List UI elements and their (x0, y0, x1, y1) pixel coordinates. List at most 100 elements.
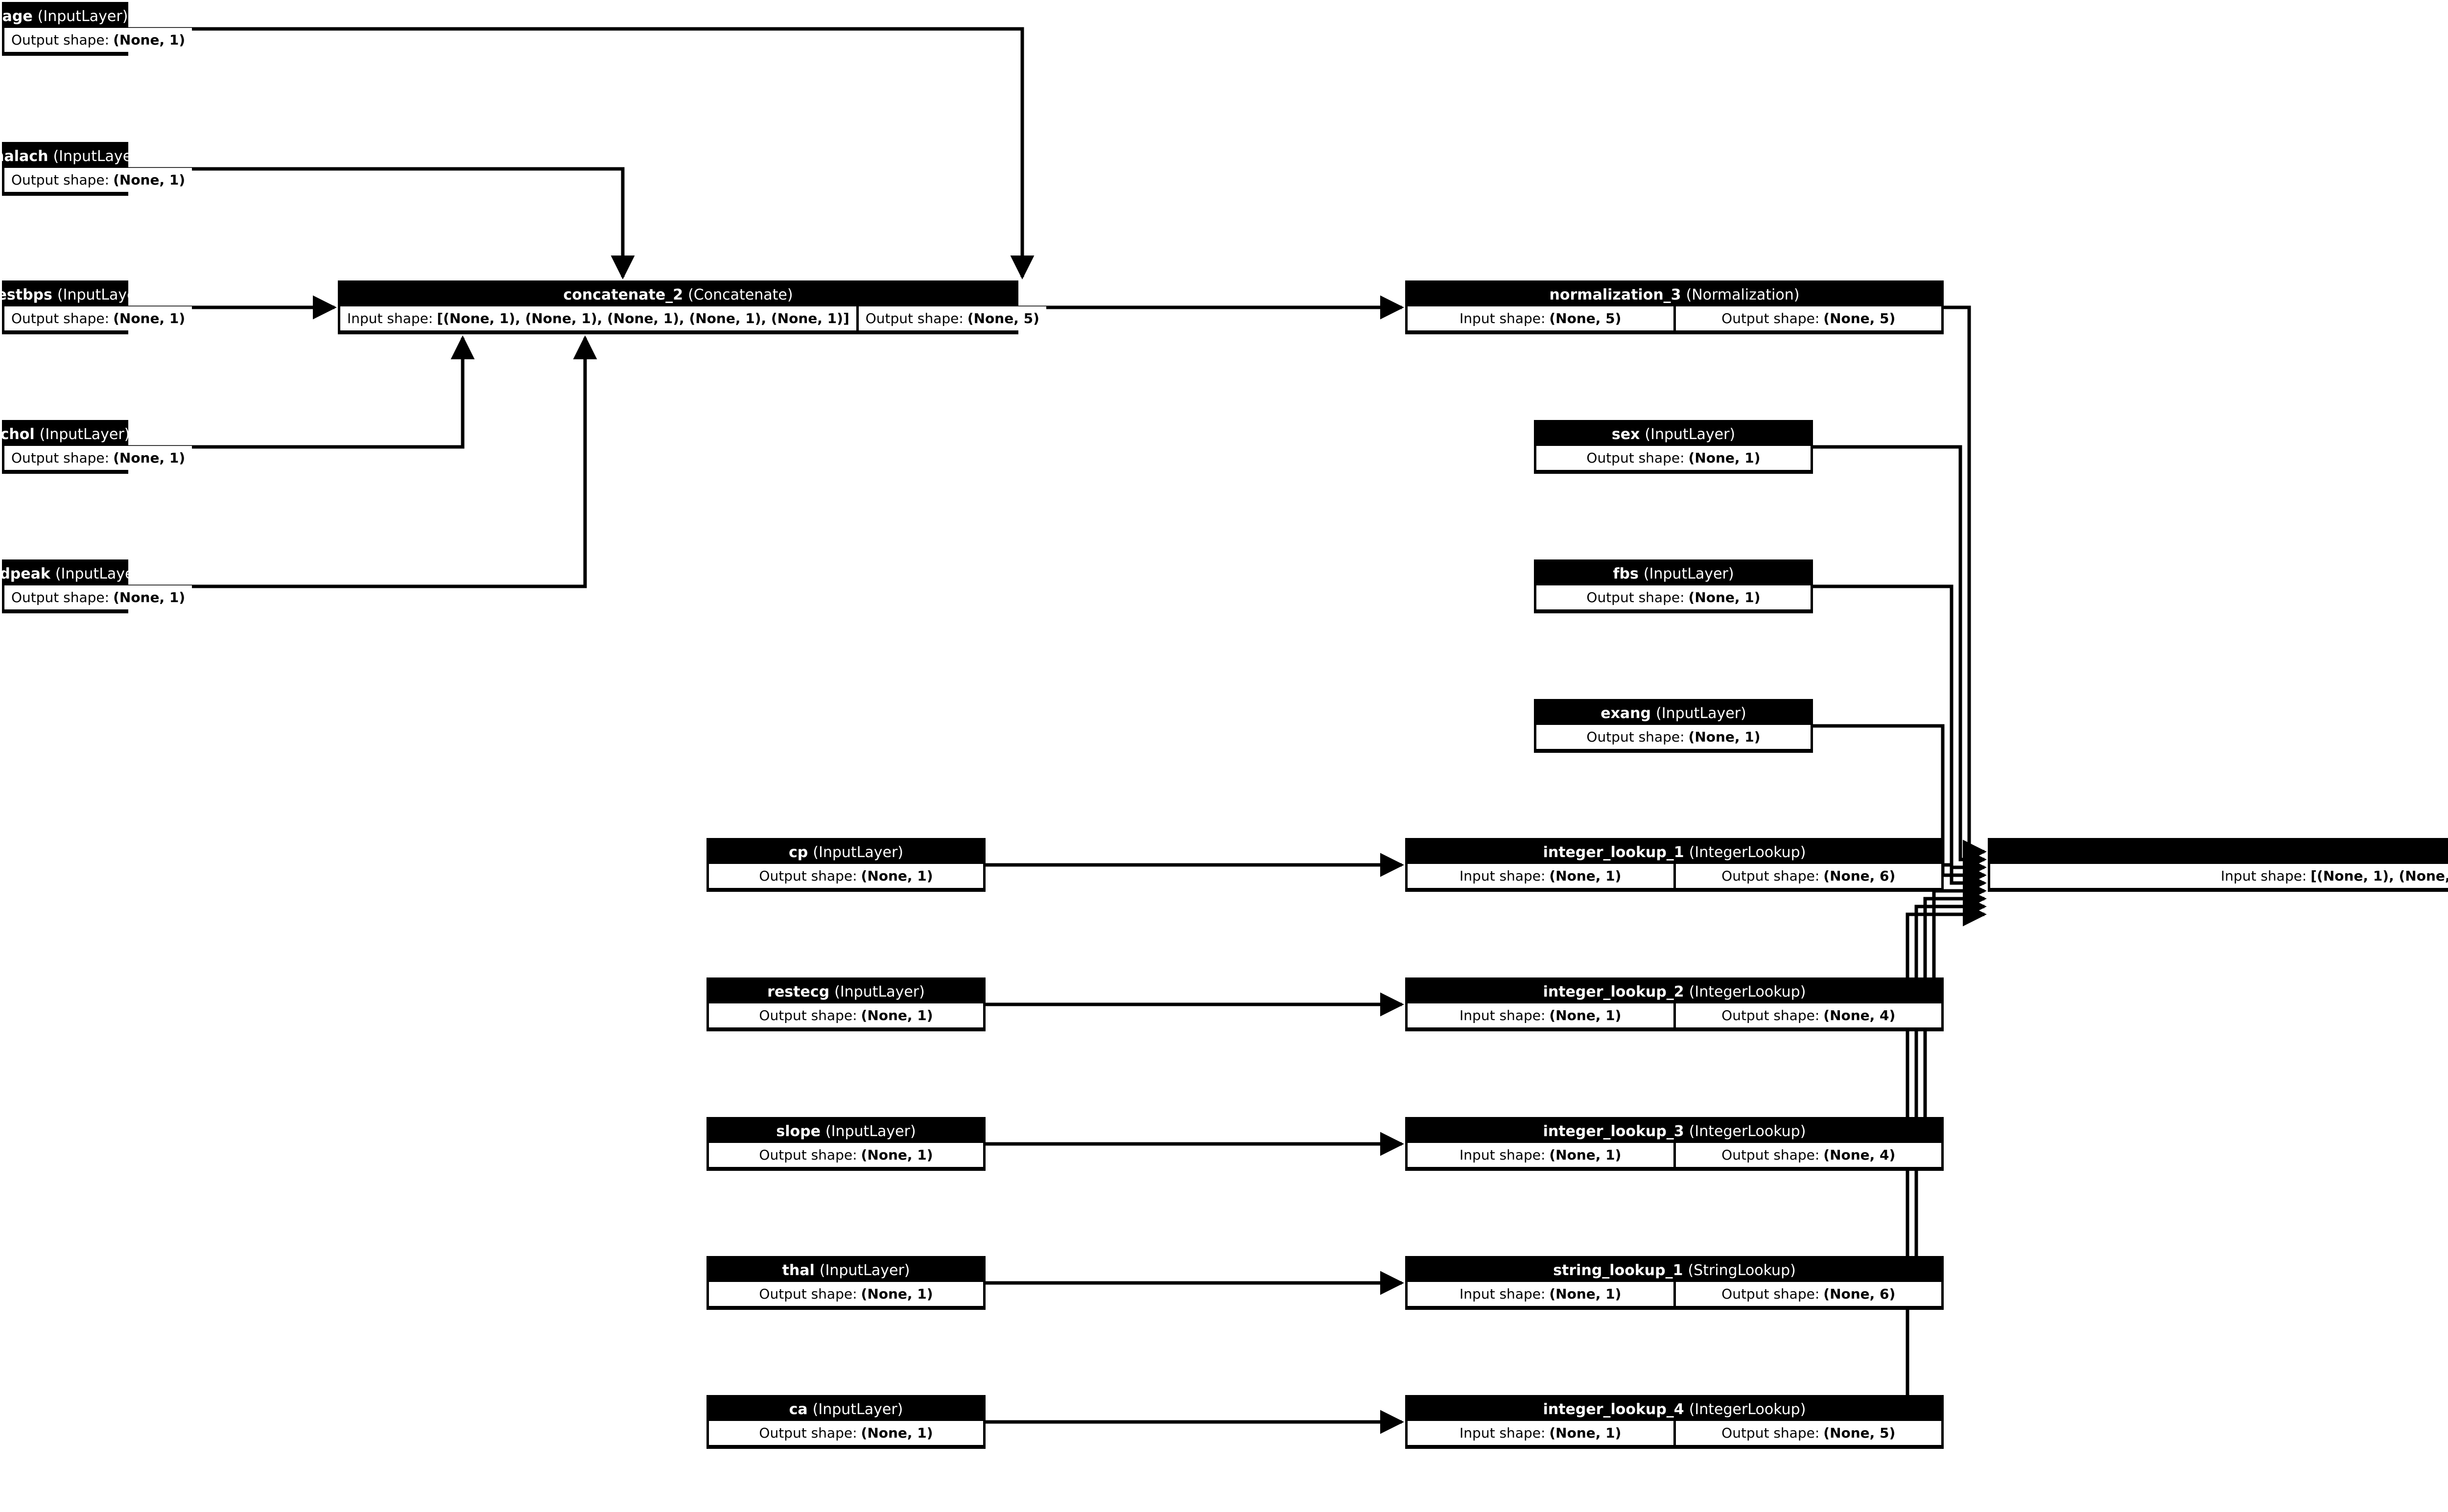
layer-node-ca[interactable]: ca(InputLayer)Output shape:(None, 1) (706, 1395, 986, 1449)
edge-string_lookup_1-to-concatenate_3 (1914, 894, 1987, 1285)
layer-title-normalization_3: normalization_3(Normalization) (1408, 283, 1941, 306)
layer-title-fbs: fbs(InputLayer) (1536, 562, 1811, 585)
output-shape-cell-slope: Output shape:(None, 1) (709, 1143, 983, 1167)
input-shape-cell-string_lookup_1: Input shape:(None, 1) (1408, 1282, 1673, 1306)
layer-type-ca: (InputLayer) (812, 1400, 903, 1418)
input-shape-cell-integer_lookup_2: Input shape:(None, 1) (1408, 1003, 1673, 1027)
layer-node-string_lookup_1[interactable]: string_lookup_1(StringLookup)Input shape… (1405, 1256, 1944, 1310)
output-shape-value-sex: (None, 1) (1688, 450, 1761, 466)
output-shape-cell-trestbps: Output shape:(None, 1) (4, 306, 192, 330)
layer-title-restecg: restecg(InputLayer) (709, 980, 983, 1003)
output-shape-label: Output shape: (1721, 1286, 1820, 1302)
output-shape-cell-restecg: Output shape:(None, 1) (709, 1003, 983, 1027)
output-shape-label: Output shape: (759, 1286, 857, 1302)
input-shape-value-concatenate_3: [(None, 1), (None, 1), (None, 1), (None,… (2310, 868, 2448, 884)
layer-shapes-thal: Output shape:(None, 1) (709, 1282, 983, 1306)
output-shape-cell-normalization_3: Output shape:(None, 5) (1675, 306, 1941, 330)
output-shape-label: Output shape: (11, 310, 110, 326)
layer-name-thal: thal (782, 1261, 815, 1279)
input-shape-label: Input shape: (1459, 1425, 1546, 1441)
layer-node-concatenate_3[interactable]: concatenate_3(Concatenate)Input shape:[(… (1988, 838, 2448, 892)
layer-node-concatenate_2[interactable]: concatenate_2 (Concatenate) Input shape:[(… (338, 280, 1046, 334)
output-shape-value-oldpeak: (None, 1) (113, 589, 186, 605)
layer-name-integer_lookup_2: integer_lookup_2 (1543, 983, 1684, 1000)
layer-node-integer_lookup_2[interactable]: integer_lookup_2 (IntegerLookup) Input sha… (1405, 977, 1944, 1031)
layer-node-restecg[interactable]: restecg(InputLayer)Output shape:(None, 1… (706, 977, 986, 1031)
input-shape-value-integer_lookup_4: (None, 1) (1549, 1425, 1622, 1441)
edge-integer_lookup_1-to-concatenate_3 (1944, 863, 1987, 895)
layer-shapes-oldpeak: Output shape:(None, 1) (4, 585, 192, 609)
layer-name-thalach: thalach (0, 147, 48, 165)
output-shape-value-slope: (None, 1) (861, 1147, 933, 1163)
layer-node-thal[interactable]: thal(InputLayer) Output shape:(None, 1) (706, 1256, 986, 1310)
layer-name-oldpeak: oldpeak (0, 565, 50, 582)
layer-node-integer_lookup_1[interactable]: integer_lookup_1 (IntegerLookup) Input sha… (1405, 838, 1944, 892)
layer-name-integer_lookup_1: integer_lookup_1 (1543, 843, 1684, 861)
layer-shapes-integer_lookup_4: Input shape:(None, 1)Output shape:(None,… (1408, 1421, 1941, 1445)
layer-node-trestbps[interactable]: trestbps(InputLayer)Output shape:(None, … (0, 280, 192, 334)
output-shape-label: Output shape: (11, 32, 110, 48)
edge-age-to-concatenate_2 (128, 27, 1035, 279)
layer-title-age: age(InputLayer) (2, 4, 128, 28)
layer-shapes-fbs: Output shape:(None, 1) (1536, 585, 1811, 609)
layer-type-slope: (InputLayer) (825, 1122, 916, 1140)
layer-node-normalization_3[interactable]: normalization_3(Normalization)Input shap… (1405, 280, 1944, 334)
output-shape-value-exang: (None, 1) (1688, 729, 1761, 745)
layer-node-cp[interactable]: cp(InputLayer)Output shape:(None, 1) (706, 838, 986, 892)
layer-node-thalach[interactable]: thalach(InputLayer)Output shape:(None, 1… (0, 142, 192, 196)
layer-name-concatenate_2: concatenate_2 (563, 286, 683, 303)
layer-node-fbs[interactable]: fbs(InputLayer)Output shape:(None, 1) (1534, 559, 1813, 613)
input-shape-label: Input shape: (347, 310, 433, 326)
layer-name-string_lookup_1: string_lookup_1 (1553, 1261, 1683, 1279)
layer-node-integer_lookup_3[interactable]: integer_lookup_3(IntegerLookup)Input sha… (1405, 1117, 1944, 1171)
input-shape-cell-concatenate_2: Input shape:[(None, 1), (None, 1), (None… (340, 306, 856, 330)
layer-node-exang[interactable]: exang(InputLayer)Output shape:(None, 1) (1534, 699, 1813, 753)
output-shape-value-restecg: (None, 1) (861, 1007, 933, 1024)
layer-shapes-cp: Output shape:(None, 1) (709, 864, 983, 888)
output-shape-cell-integer_lookup_1: Output shape:(None, 6) (1675, 864, 1941, 888)
layer-node-age[interactable]: age(InputLayer)Output shape:(None, 1) (2, 2, 192, 56)
layer-shapes-ca: Output shape:(None, 1) (709, 1421, 983, 1445)
input-shape-value-string_lookup_1: (None, 1) (1549, 1286, 1622, 1302)
layer-title-ca: ca(InputLayer) (709, 1397, 983, 1421)
layer-shapes-chol: Output shape:(None, 1) (4, 446, 192, 470)
layer-name-integer_lookup_3: integer_lookup_3 (1543, 1122, 1684, 1140)
input-shape-label: Input shape: (1459, 1286, 1546, 1302)
layer-shapes-sex: Output shape:(None, 1) (1536, 446, 1811, 470)
output-shape-cell-thalach: Output shape:(None, 1) (4, 168, 192, 192)
layer-type-normalization_3: (Normalization) (1686, 286, 1800, 303)
layer-type-cp: (InputLayer) (813, 843, 903, 861)
layer-node-chol[interactable]: chol(InputLayer)Output shape:(None, 1) (0, 420, 192, 474)
input-shape-cell-integer_lookup_1: Input shape:(None, 1) (1408, 864, 1673, 888)
input-shape-value-normalization_3: (None, 5) (1549, 310, 1622, 326)
output-shape-label: Output shape: (1721, 1425, 1820, 1441)
layer-shapes-normalization_3: Input shape:(None, 5)Output shape:(None,… (1408, 306, 1941, 330)
output-shape-label: Output shape: (11, 172, 110, 188)
layer-node-oldpeak[interactable]: oldpeak(InputLayer)Output shape:(None, 1… (0, 559, 192, 613)
layer-shapes-string_lookup_1: Input shape:(None, 1)Output shape:(None,… (1408, 1282, 1941, 1306)
input-shape-value-integer_lookup_2: (None, 1) (1549, 1007, 1622, 1024)
output-shape-value-thal: (None, 1) (861, 1286, 933, 1302)
layer-shapes-restecg: Output shape:(None, 1) (709, 1003, 983, 1027)
output-shape-value-integer_lookup_4: (None, 5) (1823, 1425, 1896, 1441)
layer-title-thalach: thalach(InputLayer) (0, 144, 143, 168)
output-shape-cell-string_lookup_1: Output shape:(None, 6) (1675, 1282, 1941, 1306)
layer-type-thal: (InputLayer) (819, 1261, 910, 1279)
input-shape-cell-integer_lookup_4: Input shape:(None, 1) (1408, 1421, 1673, 1445)
layer-node-sex[interactable]: sex(InputLayer)Output shape:(None, 1) (1534, 420, 1813, 474)
layer-title-concatenate_2: concatenate_2 (Concatenate) (340, 283, 1016, 306)
output-shape-cell-ca: Output shape:(None, 1) (709, 1421, 983, 1445)
layer-node-slope[interactable]: slope(InputLayer)Output shape:(None, 1) (706, 1117, 986, 1171)
layer-type-chol: (InputLayer) (39, 425, 130, 443)
layer-title-trestbps: trestbps(InputLayer) (0, 283, 148, 306)
layer-title-sex: sex(InputLayer) (1536, 422, 1811, 446)
layer-type-integer_lookup_4: (IntegerLookup) (1689, 1400, 1806, 1418)
layer-node-integer_lookup_4[interactable]: integer_lookup_4(IntegerLookup)Input sha… (1405, 1395, 1944, 1449)
output-shape-value-trestbps: (None, 1) (113, 310, 186, 326)
layer-type-age: (InputLayer) (37, 7, 128, 25)
layer-type-concatenate_2: (Concatenate) (688, 286, 793, 303)
output-shape-value-integer_lookup_1: (None, 6) (1823, 868, 1896, 884)
layer-type-integer_lookup_2: (IntegerLookup) (1689, 983, 1806, 1000)
layer-type-integer_lookup_1: (IntegerLookup) (1689, 843, 1806, 861)
